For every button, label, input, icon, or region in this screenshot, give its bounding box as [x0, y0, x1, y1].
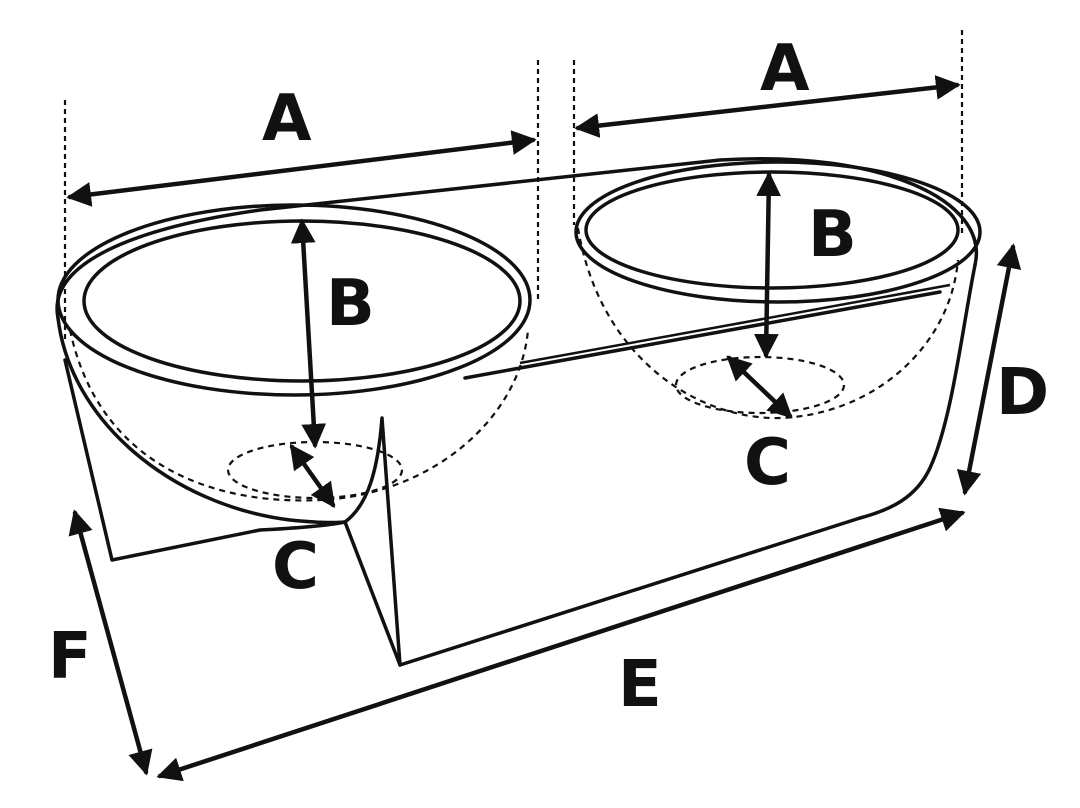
arrow-c-left	[289, 443, 336, 509]
label-f: F	[48, 620, 92, 694]
right-bowl-rim-outer	[574, 160, 982, 304]
label-a-right: A	[760, 32, 810, 106]
arrow-d	[956, 243, 1022, 496]
stand-front-top-edge	[463, 290, 942, 380]
stand-notch	[343, 416, 402, 667]
dimension-labels: A A B B C C D E F	[48, 32, 1049, 722]
arrow-a-left	[66, 130, 537, 207]
arrow-e	[156, 507, 966, 782]
label-d: D	[996, 356, 1049, 430]
extension-lines	[63, 30, 964, 340]
left-bowl-rim-outer	[56, 203, 532, 397]
arrow-b-left	[290, 218, 327, 449]
dimension-arrows	[66, 75, 1022, 782]
stand-inner-top-edge	[519, 283, 951, 365]
arrow-b-right	[753, 171, 782, 359]
label-b-right: B	[808, 198, 857, 272]
stand-bottom-edge	[398, 516, 862, 667]
right-bowl-rim-inner	[584, 170, 960, 290]
arrow-c-right	[726, 355, 793, 419]
label-e: E	[618, 648, 662, 722]
stand-top-outline	[55, 157, 979, 320]
left-bowl	[56, 203, 532, 502]
left-bowl-outer-curve	[56, 316, 347, 525]
arrow-a-right	[574, 75, 961, 138]
label-b-left: B	[326, 267, 375, 341]
label-a-left: A	[262, 82, 312, 156]
label-c-right: C	[744, 426, 791, 500]
label-c-left: C	[272, 530, 319, 604]
arrow-f	[68, 509, 153, 776]
